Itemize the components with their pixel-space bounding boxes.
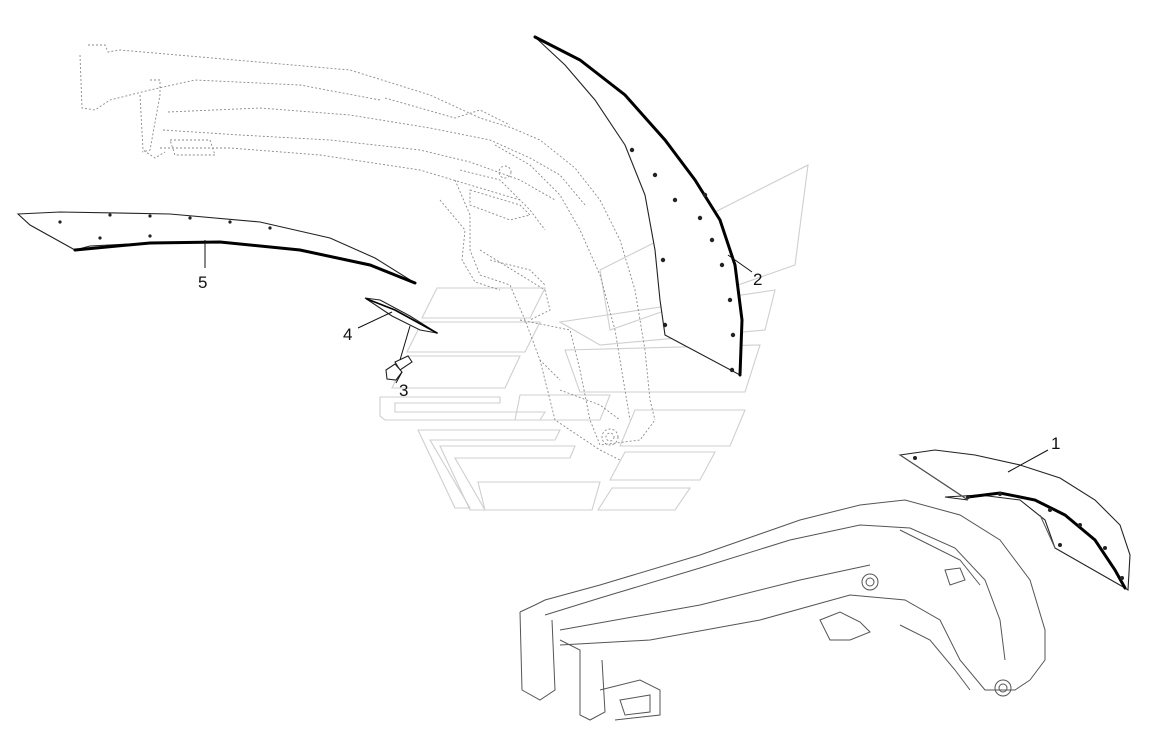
part-4-plate: [364, 297, 438, 334]
leader-4: [357, 311, 393, 329]
part-1-curved-panel: [898, 449, 1131, 591]
part-3-bolt: [385, 325, 413, 381]
callout-1: 1: [1051, 434, 1060, 453]
callout-labels: 1 2 3 4 5: [198, 270, 1060, 453]
leader-1: [1007, 449, 1049, 473]
part-2-curved-panel: [533, 35, 744, 377]
leader-3: [395, 371, 403, 384]
leader-2: [727, 254, 753, 273]
callout-5: 5: [198, 273, 207, 292]
leader-lines: [204, 240, 1049, 473]
lower-frame-assembly: [519, 499, 1046, 721]
part-5-curved-strip: [16, 211, 417, 285]
watermark-logo: [379, 164, 809, 511]
callout-3: 3: [399, 381, 408, 400]
callout-2: 2: [753, 270, 762, 289]
callout-4: 4: [343, 325, 352, 344]
upper-frame-assembly: [79, 44, 656, 461]
